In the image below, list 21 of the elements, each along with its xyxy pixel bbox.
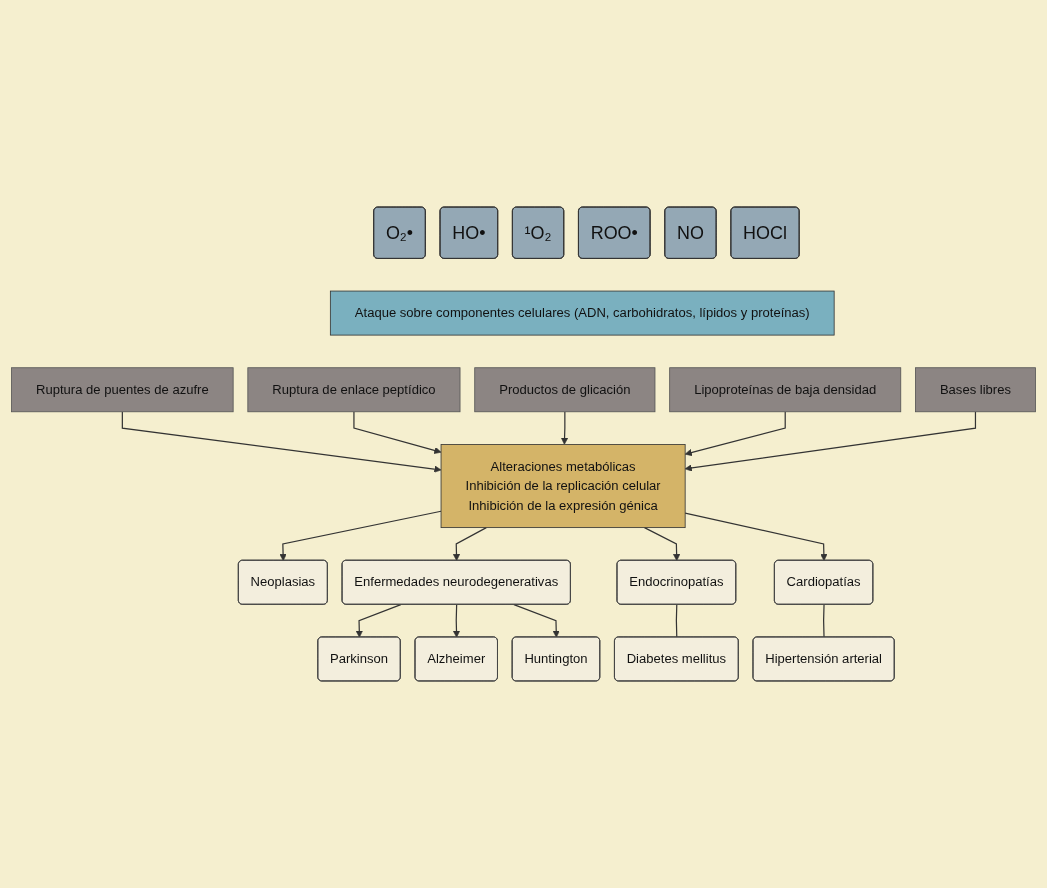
arrow	[452, 604, 461, 638]
arrow	[684, 512, 828, 561]
connector	[675, 604, 678, 638]
node-box: Bases libres	[915, 367, 1036, 413]
node-box: Ruptura de enlace peptídico	[247, 367, 461, 413]
arrow	[513, 604, 560, 638]
node-box: Ataque sobre componentes celulares (ADN, carbohidratos, lípidos y proteínas)	[329, 290, 835, 336]
node-box: Lipoproteínas de baja densidad	[669, 367, 902, 413]
arrow	[452, 527, 487, 561]
node-box: Ruptura de puentes de azufre	[11, 367, 234, 413]
arrow	[643, 527, 681, 561]
arrow	[684, 411, 977, 472]
arrow	[684, 411, 786, 456]
arrow	[560, 411, 569, 445]
arrow	[279, 510, 442, 561]
arrow	[355, 604, 402, 638]
node-box: Productos de glicación	[474, 367, 656, 413]
arrow	[353, 411, 442, 454]
connector	[823, 604, 825, 638]
node-box: Alteraciones metabólicas Inhibición de la replicación celular Inhibición de la expresión génica	[440, 444, 686, 528]
arrow	[121, 411, 442, 473]
